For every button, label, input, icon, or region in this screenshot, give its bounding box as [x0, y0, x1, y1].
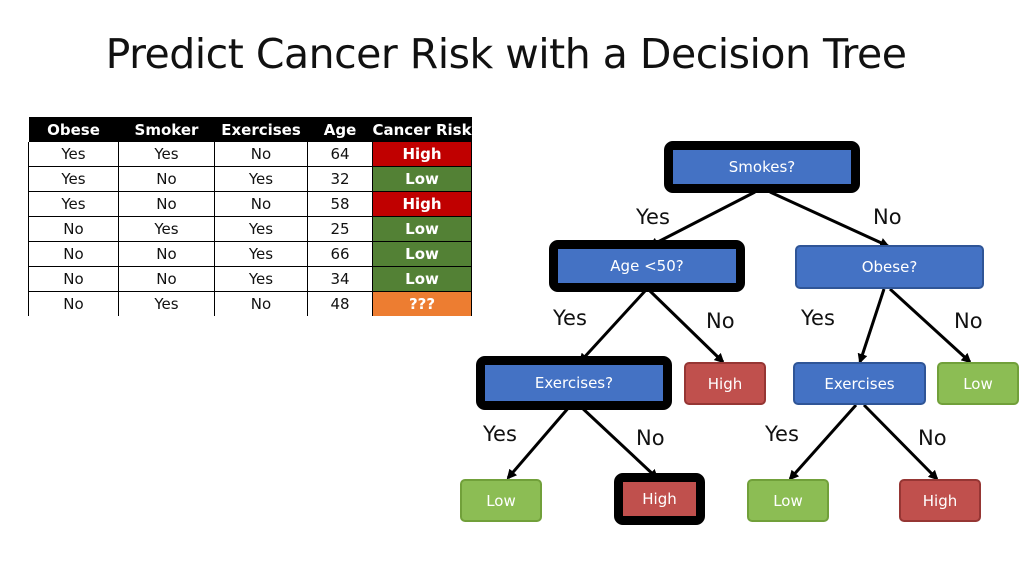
cell-smoker: No: [118, 266, 215, 292]
cell-cancer-risk: Low: [372, 266, 473, 292]
cell-cancer-risk: ???: [372, 291, 473, 316]
cell-age: 32: [307, 166, 373, 192]
edge-obese-yes: [857, 288, 886, 364]
edge-ex-right-no: [862, 403, 939, 481]
cell-cancer-risk: Low: [372, 216, 473, 242]
cell-smoker: No: [118, 191, 215, 217]
edge-obese-no: [888, 287, 972, 364]
cell-cancer-risk: High: [372, 191, 473, 217]
cell-smoker: Yes: [118, 142, 215, 167]
label-age-yes: Yes: [553, 306, 587, 330]
label-root-no: No: [873, 205, 902, 229]
cell-smoker: Yes: [118, 291, 215, 316]
cell-obese: Yes: [28, 142, 119, 167]
node-exercises-left: Exercises?: [476, 356, 672, 410]
cell-cancer-risk: Low: [372, 241, 473, 267]
cell-exercises: No: [214, 291, 308, 316]
header-smoker: Smoker: [118, 117, 215, 142]
leaf-ex-right-no-high: High: [899, 479, 981, 522]
cell-exercises: Yes: [214, 216, 308, 242]
node-obese: Obese?: [795, 245, 984, 289]
training-data-table: Obese Smoker Exercises Age Cancer Risk Y…: [28, 117, 473, 316]
leaf-age-no-high: High: [684, 362, 766, 405]
leaf-ex-left-yes-low: Low: [460, 479, 542, 522]
cell-exercises: Yes: [214, 241, 308, 267]
label-root-yes: Yes: [636, 205, 670, 229]
edge-age-yes: [578, 289, 647, 364]
label-ex-right-no: No: [918, 426, 947, 450]
node-exercises-right: Exercises: [793, 362, 926, 405]
cell-obese: Yes: [28, 191, 119, 217]
header-obese: Obese: [28, 117, 119, 142]
cell-cancer-risk: Low: [372, 166, 473, 192]
edge-ex-left-no: [578, 404, 659, 480]
label-age-no: No: [706, 309, 735, 333]
cell-obese: No: [28, 291, 119, 316]
label-obese-no: No: [954, 309, 983, 333]
node-age-under-50: Age <50?: [549, 240, 745, 292]
label-ex-left-yes: Yes: [483, 422, 517, 446]
cell-age: 58: [307, 191, 373, 217]
leaf-obese-no-low: Low: [937, 362, 1019, 405]
cell-age: 66: [307, 241, 373, 267]
label-ex-right-yes: Yes: [765, 422, 799, 446]
cell-smoker: Yes: [118, 216, 215, 242]
cell-smoker: No: [118, 241, 215, 267]
edge-ex-left-yes: [506, 405, 572, 480]
header-exercises: Exercises: [214, 117, 308, 142]
node-smokes: Smokes?: [664, 141, 860, 193]
cell-smoker: No: [118, 166, 215, 192]
edge-root-yes: [648, 190, 756, 248]
edge-root-no: [769, 190, 890, 248]
cell-cancer-risk: High: [372, 142, 473, 167]
cell-obese: No: [28, 216, 119, 242]
cell-exercises: No: [214, 142, 308, 167]
cell-exercises: Yes: [214, 266, 308, 292]
label-obese-yes: Yes: [801, 306, 835, 330]
leaf-ex-right-yes-low: Low: [747, 479, 829, 522]
cell-age: 48: [307, 291, 373, 316]
label-ex-left-no: No: [636, 426, 665, 450]
cell-exercises: No: [214, 191, 308, 217]
cell-age: 25: [307, 216, 373, 242]
header-age: Age: [307, 117, 373, 142]
leaf-ex-left-no-high: High: [614, 473, 705, 525]
cell-age: 64: [307, 142, 373, 167]
header-cancer-risk: Cancer Risk: [372, 117, 472, 142]
edge-age-no: [648, 289, 725, 364]
cell-age: 34: [307, 266, 373, 292]
cell-obese: No: [28, 241, 119, 267]
edge-ex-right-yes: [788, 404, 858, 481]
cell-obese: No: [28, 266, 119, 292]
slide-title: Predict Cancer Risk with a Decision Tree: [105, 30, 907, 78]
cell-obese: Yes: [28, 166, 119, 192]
cell-exercises: Yes: [214, 166, 308, 192]
table-header-row: Obese Smoker Exercises Age Cancer Risk: [28, 117, 472, 142]
